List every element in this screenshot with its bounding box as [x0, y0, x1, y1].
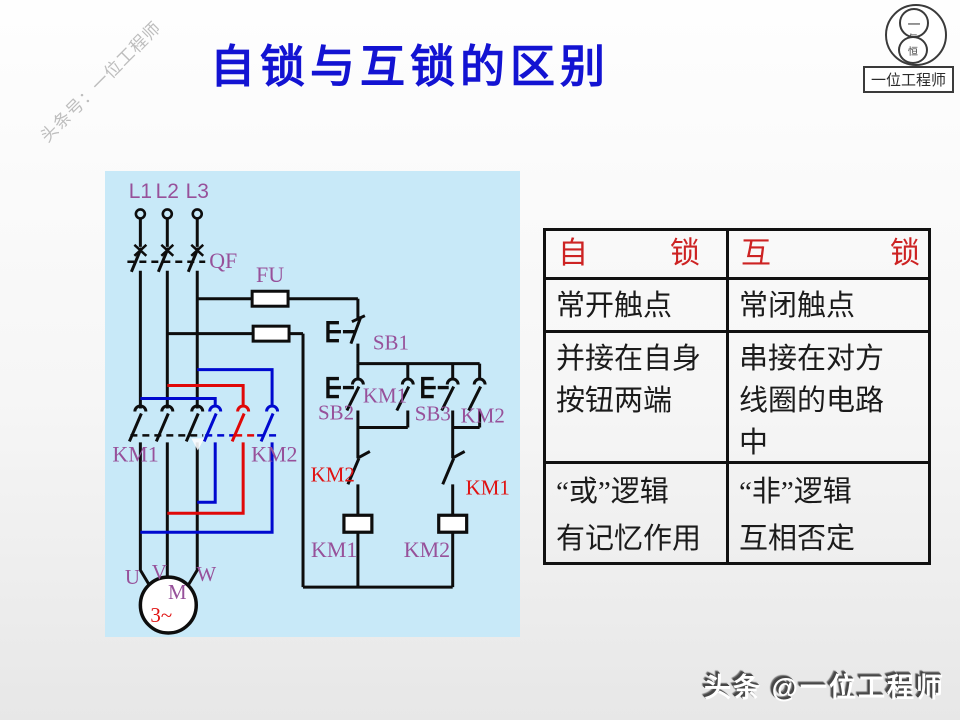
phase-label-l3: L3 — [186, 180, 209, 203]
table-cell-contact-type-selflock: 常开触点 — [546, 280, 729, 333]
motor-phase-label: 3~ — [150, 603, 172, 627]
circuit-diagram-panel: L1 L2 L3 QF FU SB1 SB2 KM1 SB3 KM2 KM2 K… — [105, 171, 520, 637]
phase-terminals — [134, 208, 204, 220]
coil-left-label: KM1 — [311, 537, 357, 562]
selflock-left-label: KM1 — [363, 384, 407, 408]
motor-label: M — [168, 580, 187, 604]
terminal-w-label: W — [196, 562, 216, 586]
table-cell-connection-selflock: 并接在自身 按钮两端 — [546, 333, 729, 464]
header-selflock-char1: 自 — [558, 237, 588, 271]
table-header-selflock: 自 锁 — [546, 231, 729, 280]
km1-interlock-contact-symbol — [441, 450, 466, 485]
logo-name-box: 一位工程师 — [863, 66, 955, 93]
header-selflock-char2: 锁 — [670, 237, 700, 271]
start-reverse-label: SB3 — [415, 401, 451, 425]
km2-main-label: KM2 — [251, 441, 297, 466]
motor-symbol — [138, 575, 198, 635]
table-cell-connection-interlock: 串接在对方 线圈的电路 中 — [729, 333, 928, 464]
km2-interlock-contact-symbol — [346, 450, 371, 485]
control-wires — [301, 298, 482, 589]
breaker-label: QF — [209, 248, 237, 273]
terminal-u-label: U — [125, 565, 140, 589]
page-title: 自锁与互锁的区别 — [209, 41, 610, 92]
phase-label-l2: L2 — [156, 180, 179, 203]
triangle-watermark — [191, 438, 205, 451]
table-cell-contact-type-interlock: 常闭触点 — [729, 280, 928, 333]
km1-selflock-contact-symbol — [395, 377, 415, 412]
km2-coil-symbol — [437, 513, 469, 534]
fuse-label: FU — [256, 262, 284, 287]
km1-main-label: KM1 — [112, 441, 158, 466]
terminal-v-label: V — [152, 560, 167, 584]
breaker-qf-symbol — [127, 243, 206, 273]
phase-label-l1: L1 — [129, 180, 152, 203]
km1-coil-symbol — [342, 513, 374, 534]
km1-main-contacts — [128, 404, 205, 443]
power-lines — [138, 218, 199, 586]
start-forward-label: SB2 — [318, 400, 354, 424]
interlock-left-label: KM2 — [311, 462, 355, 486]
comparison-table: 自 锁 互 锁 常开触点 常闭触点 并接在自身 按钮两端 串接在对方 线圈的电路… — [543, 228, 931, 565]
start-button-sb3-symbol — [421, 376, 460, 412]
stop-button-label: SB1 — [373, 331, 409, 355]
fuse-fu-symbols — [167, 289, 358, 343]
reversing-starter-circuit: L1 L2 L3 QF FU SB1 SB2 KM1 SB3 KM2 KM2 K… — [112, 180, 510, 635]
logo-bottom-circle-icon: 恒 — [898, 36, 928, 64]
selflock-right-label: KM2 — [461, 403, 505, 427]
brand-logo: 一 与 恒 一位工程师 — [858, 2, 958, 97]
km2-main-contacts-red — [167, 384, 258, 515]
logo-top-circle-icon: 一 — [899, 8, 929, 38]
logo-outer-circle-icon: 一 与 恒 — [885, 4, 947, 66]
footer-watermark: 头条 @一位工程师 — [704, 673, 945, 703]
table-header-interlock: 互 锁 — [729, 231, 928, 280]
start-button-sb2-symbol — [326, 376, 365, 412]
stop-button-sb1-symbol — [326, 314, 366, 345]
header-interlock-char2: 锁 — [890, 237, 920, 271]
coil-right-label: KM2 — [404, 537, 450, 562]
table-cell-logic-interlock: “非”逻辑 互相否定 — [739, 476, 856, 555]
km2-selflock-contact-symbol — [467, 377, 487, 412]
table-cell-logic-selflock: “或”逻辑 有记忆作用 — [546, 464, 729, 562]
header-interlock-char1: 互 — [741, 237, 771, 271]
interlock-right-label: KM1 — [466, 475, 510, 499]
